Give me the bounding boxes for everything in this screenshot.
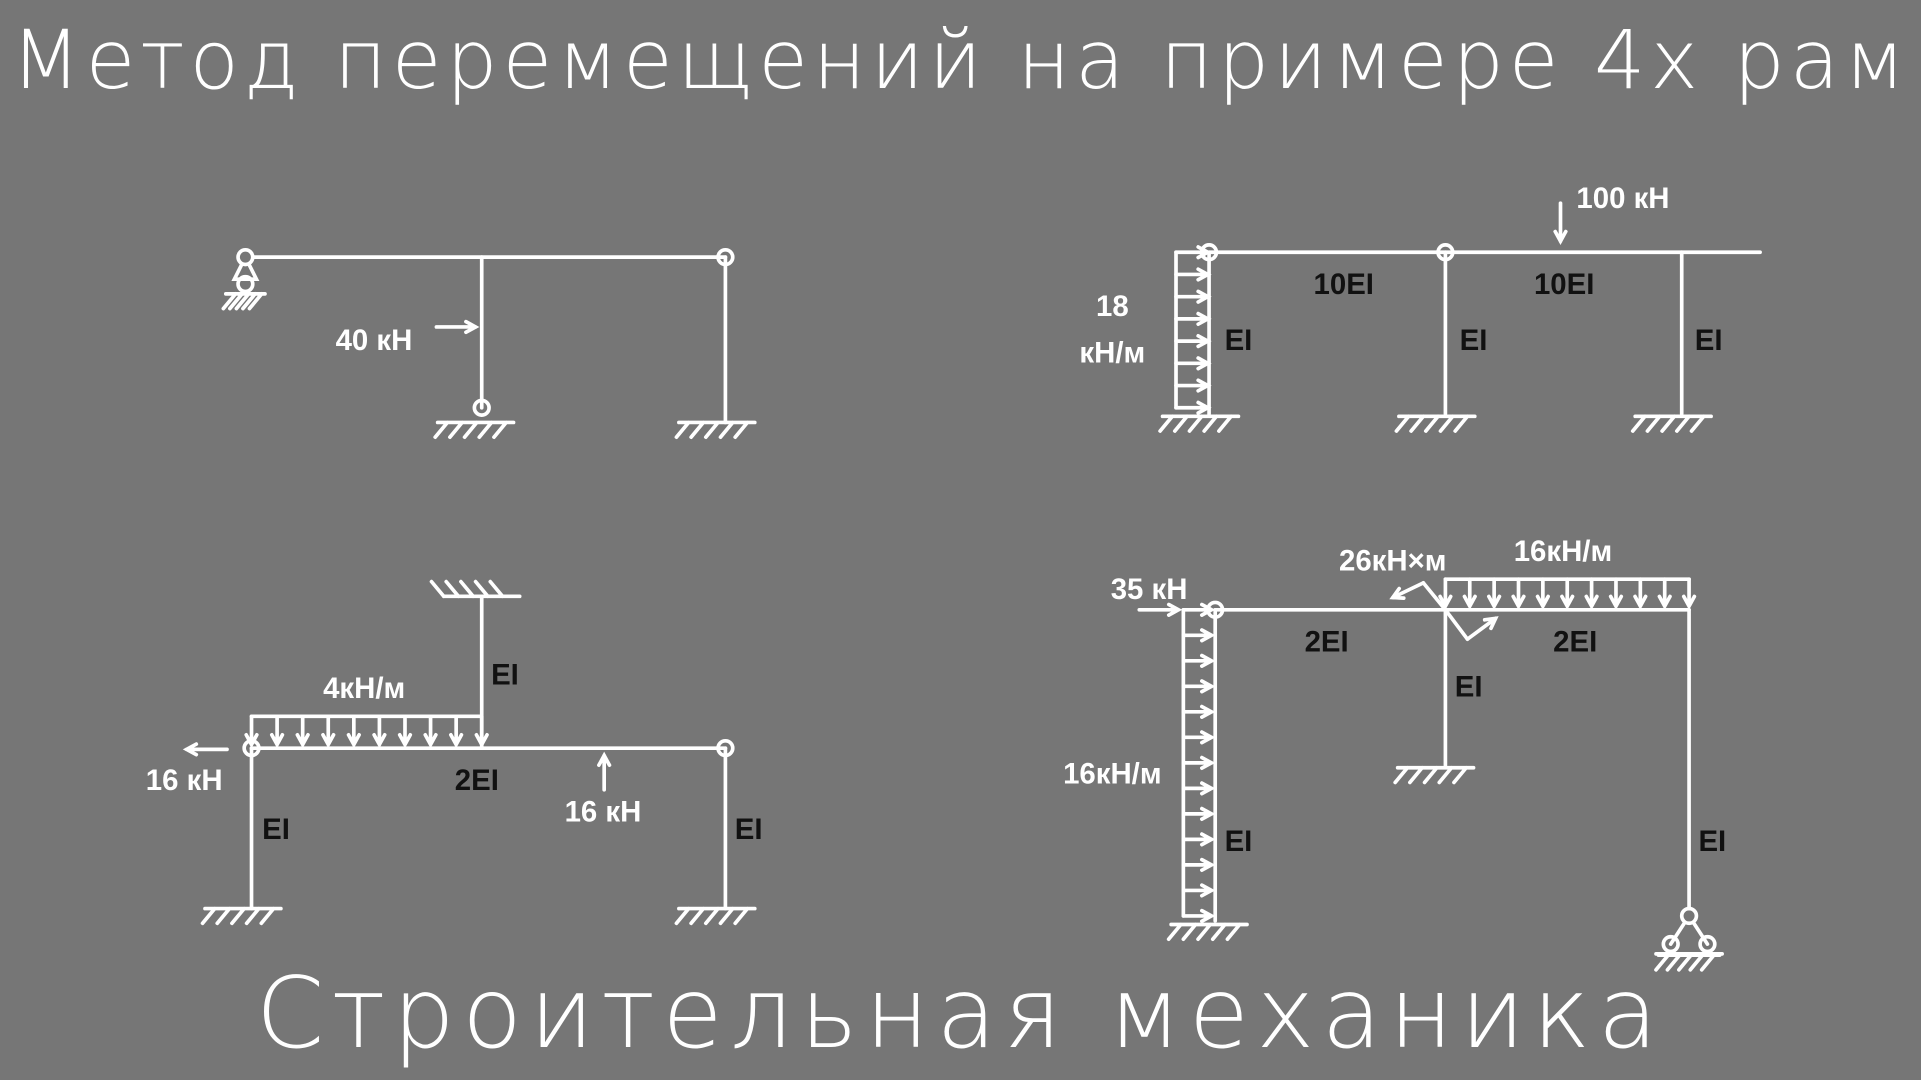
load-arrow-icon [372,714,387,749]
force-arrow-icon [597,751,612,792]
load-arrow-icon [1560,577,1575,610]
moment-label: 26кН×м [1339,545,1446,578]
page-title: Метод перемещений на примере 4х рам [11,14,1910,108]
moment-arrow-icon [1465,616,1499,642]
load-arrow-icon [1181,908,1216,924]
pin-support-icon [231,253,260,282]
frame-1: 40 кН [221,247,757,439]
load-arrow-icon [449,714,464,749]
dist-load-label: 4кН/м [323,672,405,705]
load-arrow-icon [1181,628,1216,643]
load-arrow-icon [1181,832,1216,847]
load-arrow-icon [1181,857,1216,873]
fixed-support-icon [221,292,267,311]
force-arrow-icon [1553,201,1568,246]
load-arrow-icon [1681,577,1697,610]
load-arrow-icon [1181,755,1216,770]
hinge-icon [236,247,255,267]
frame-2: 18 кН/м 100 кН 10EI 10EI EI EI EI [1079,182,1762,433]
force-label: 40 кН [336,324,413,357]
stiffness-label: 10EI [1534,268,1594,301]
load-arrow-icon [321,714,336,749]
load-arrow-icon [423,714,438,749]
force-label: 100 кН [1576,182,1669,215]
load-arrow-icon [1657,577,1672,610]
fixed-support-icon [674,906,757,926]
stiffness-label: 10EI [1314,268,1374,301]
stiffness-label: 2EI [1305,625,1349,658]
dist-load-label: 16кН/м [1063,758,1161,791]
fixed-support-icon [1394,414,1477,433]
load-arrow-icon [1535,577,1550,610]
stiffness-label: EI [1225,324,1253,357]
frame-3: 4кН/м EI 2EI 16 кН 16 кН EI EI [146,579,763,926]
page-subtitle: Строительная механика [256,957,1665,1071]
load-arrow-icon [346,714,361,749]
fixed-support-icon [1158,414,1241,433]
load-arrow-icon [1181,806,1216,821]
force-arrow-icon [182,742,229,757]
load-arrow-icon [1181,781,1216,796]
dist-load-label: 16кН/м [1514,535,1612,568]
load-arrow-icon [1181,704,1216,719]
stiffness-label: EI [1698,825,1726,858]
load-arrow-icon [1462,577,1477,610]
load-arrow-icon [1608,577,1624,610]
stiffness-label: EI [1695,324,1723,357]
stiffness-label: EI [1225,825,1253,858]
frame-4: 35 кН 26кН×м 16кН/м 2EI 2EI EI 16кН/м EI… [1063,535,1726,972]
force-label: 35 кН [1111,573,1188,606]
load-arrow-icon [244,714,259,749]
force-arrow-icon [1137,602,1183,617]
load-arrow-icon [1181,679,1216,694]
load-unit-label: кН/м [1079,336,1145,369]
load-arrow-icon [1633,577,1648,610]
load-arrow-icon [295,714,310,749]
load-arrow-icon [397,714,413,749]
stiffness-label: 2EI [455,764,499,797]
force-left-label: 16 кН [146,764,223,797]
load-value-label: 18 [1096,290,1129,323]
fixed-support-icon [433,420,516,439]
moment-icon [1421,581,1448,612]
fixed-support-icon [1393,765,1476,785]
load-arrow-icon [1438,577,1453,610]
stiffness-label: EI [491,658,519,691]
load-arrow-icon [1487,577,1502,610]
stiffness-label: EI [262,813,290,846]
load-arrow-icon [1181,883,1216,898]
stiffness-label: EI [1460,324,1488,357]
fixed-support-icon [1630,414,1713,433]
stiffness-label: 2EI [1553,625,1597,658]
stiffness-label: EI [735,813,763,846]
force-arrow-icon [434,319,480,335]
moment-icon [1443,607,1470,642]
stiffness-label: EI [1455,671,1483,704]
moment-arrow-icon [1389,581,1426,600]
load-arrow-icon [269,714,285,749]
load-arrow-icon [1181,653,1216,668]
fixed-support-icon [200,906,283,926]
fixed-support-icon [674,420,757,439]
hinge-icon [1679,906,1699,926]
fixed-support-icon [1166,922,1249,942]
load-arrow-icon [1584,577,1599,610]
force-up-label: 16 кН [565,796,642,829]
load-arrow-icon [1181,602,1216,617]
load-arrow-icon [1181,730,1216,745]
load-arrow-icon [1511,577,1526,610]
